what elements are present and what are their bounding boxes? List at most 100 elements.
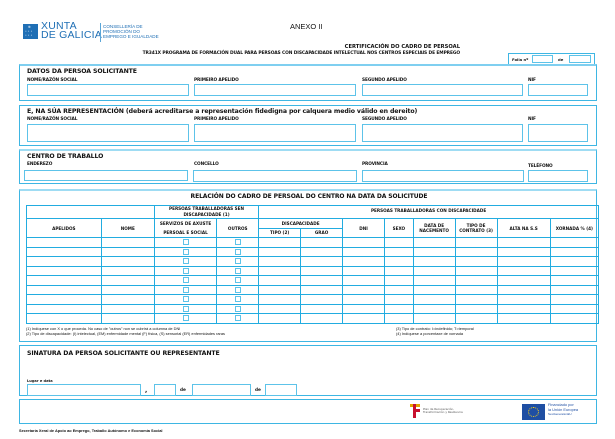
- provincia-input[interactable]: [362, 170, 524, 182]
- table-cell[interactable]: [549, 265, 600, 276]
- table-cell[interactable]: [454, 313, 498, 324]
- servizos-checkbox[interactable]: [182, 305, 189, 312]
- table-cell[interactable]: [384, 237, 414, 248]
- table-cell[interactable]: [100, 246, 155, 257]
- rep-primeiro-apelido-input[interactable]: [194, 124, 356, 142]
- table-cell[interactable]: [342, 284, 386, 295]
- folla-total-input[interactable]: [569, 55, 591, 63]
- table-cell[interactable]: [454, 237, 498, 248]
- table-cell[interactable]: [549, 246, 600, 257]
- table-cell[interactable]: [100, 237, 155, 248]
- table-cell[interactable]: [496, 275, 551, 286]
- table-cell[interactable]: [496, 246, 551, 257]
- table-cell[interactable]: [496, 284, 551, 295]
- table-cell[interactable]: [26, 303, 102, 314]
- lugar-input[interactable]: [27, 384, 141, 396]
- table-cell[interactable]: [412, 303, 456, 314]
- table-cell[interactable]: [100, 294, 155, 305]
- table-cell[interactable]: [258, 294, 302, 305]
- table-cell[interactable]: [342, 246, 386, 257]
- servizos-checkbox[interactable]: [182, 315, 189, 322]
- table-cell[interactable]: [26, 237, 102, 248]
- table-cell[interactable]: [549, 237, 600, 248]
- servizos-checkbox[interactable]: [182, 267, 189, 274]
- table-cell[interactable]: [384, 256, 414, 267]
- table-cell[interactable]: [496, 256, 551, 267]
- servizos-checkbox[interactable]: [182, 286, 189, 293]
- table-cell[interactable]: [384, 265, 414, 276]
- table-cell[interactable]: [258, 237, 302, 248]
- servizos-checkbox[interactable]: [182, 258, 189, 265]
- table-cell[interactable]: [454, 265, 498, 276]
- table-cell[interactable]: [26, 265, 102, 276]
- table-cell[interactable]: [300, 313, 344, 324]
- solicitante-segundo-apelido-input[interactable]: [362, 84, 523, 96]
- table-cell[interactable]: [300, 275, 344, 286]
- table-cell[interactable]: [342, 313, 386, 324]
- servizos-checkbox[interactable]: [182, 248, 189, 255]
- outros-checkbox[interactable]: [234, 267, 241, 274]
- table-cell[interactable]: [496, 303, 551, 314]
- table-cell[interactable]: [342, 303, 386, 314]
- outros-checkbox[interactable]: [234, 248, 241, 255]
- table-cell[interactable]: [412, 246, 456, 257]
- servizos-checkbox[interactable]: [182, 296, 189, 303]
- mes-input[interactable]: [192, 384, 251, 396]
- outros-checkbox[interactable]: [234, 296, 241, 303]
- table-cell[interactable]: [412, 284, 456, 295]
- table-cell[interactable]: [496, 313, 551, 324]
- table-cell[interactable]: [384, 246, 414, 257]
- table-cell[interactable]: [342, 265, 386, 276]
- table-cell[interactable]: [26, 284, 102, 295]
- table-cell[interactable]: [454, 303, 498, 314]
- table-cell[interactable]: [412, 256, 456, 267]
- enderezo-input[interactable]: [24, 170, 188, 181]
- table-cell[interactable]: [496, 237, 551, 248]
- table-cell[interactable]: [300, 256, 344, 267]
- table-cell[interactable]: [454, 294, 498, 305]
- table-cell[interactable]: [342, 294, 386, 305]
- servizos-checkbox[interactable]: [182, 277, 189, 284]
- table-cell[interactable]: [384, 294, 414, 305]
- table-cell[interactable]: [412, 313, 456, 324]
- table-cell[interactable]: [496, 294, 551, 305]
- table-cell[interactable]: [258, 265, 302, 276]
- table-cell[interactable]: [549, 284, 600, 295]
- table-cell[interactable]: [342, 237, 386, 248]
- table-cell[interactable]: [300, 237, 344, 248]
- concello-input[interactable]: [193, 170, 357, 182]
- outros-checkbox[interactable]: [234, 239, 241, 246]
- folla-number-input[interactable]: [532, 55, 553, 63]
- outros-checkbox[interactable]: [234, 315, 241, 322]
- table-cell[interactable]: [258, 313, 302, 324]
- table-cell[interactable]: [26, 275, 102, 286]
- table-cell[interactable]: [300, 294, 344, 305]
- table-cell[interactable]: [300, 303, 344, 314]
- table-cell[interactable]: [100, 265, 155, 276]
- table-cell[interactable]: [300, 265, 344, 276]
- table-cell[interactable]: [549, 256, 600, 267]
- table-cell[interactable]: [549, 294, 600, 305]
- table-cell[interactable]: [384, 275, 414, 286]
- table-cell[interactable]: [454, 256, 498, 267]
- table-cell[interactable]: [258, 284, 302, 295]
- table-cell[interactable]: [100, 313, 155, 324]
- outros-checkbox[interactable]: [234, 286, 241, 293]
- solicitante-nome-input[interactable]: [27, 84, 189, 96]
- table-cell[interactable]: [342, 256, 386, 267]
- table-cell[interactable]: [100, 284, 155, 295]
- solicitante-nif-input[interactable]: [528, 84, 588, 96]
- solicitante-primeiro-apelido-input[interactable]: [194, 84, 356, 96]
- outros-checkbox[interactable]: [234, 277, 241, 284]
- table-cell[interactable]: [549, 275, 600, 286]
- table-cell[interactable]: [26, 246, 102, 257]
- table-cell[interactable]: [412, 265, 456, 276]
- table-cell[interactable]: [412, 237, 456, 248]
- table-cell[interactable]: [549, 303, 600, 314]
- servizos-checkbox[interactable]: [182, 239, 189, 246]
- table-cell[interactable]: [300, 284, 344, 295]
- table-cell[interactable]: [412, 275, 456, 286]
- table-cell[interactable]: [26, 313, 102, 324]
- table-cell[interactable]: [454, 275, 498, 286]
- table-cell[interactable]: [384, 303, 414, 314]
